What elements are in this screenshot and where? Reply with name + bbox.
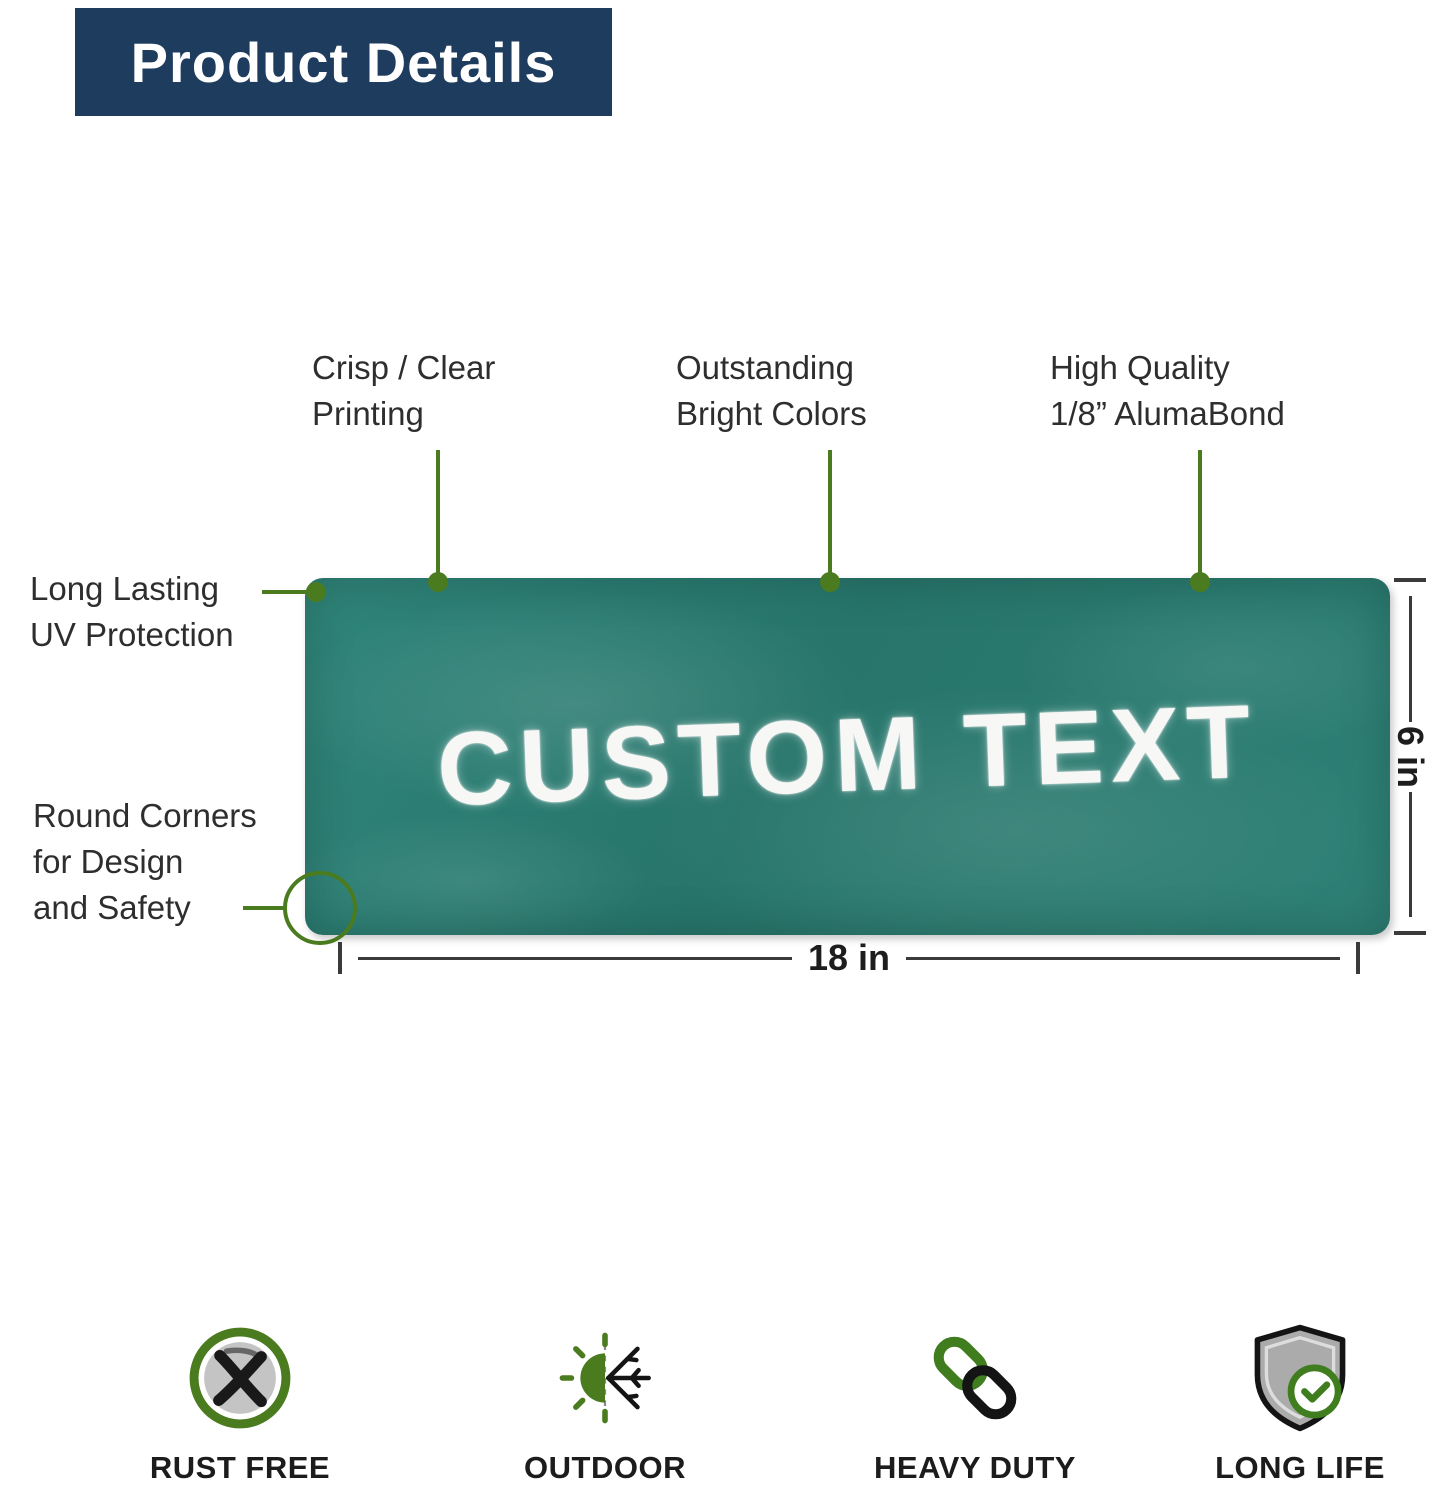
long-life-icon <box>1254 1324 1346 1432</box>
callout-line: 1/8” AlumaBond <box>1050 395 1285 433</box>
corner-highlight-circle <box>283 871 357 945</box>
callout-line: Round Corners <box>33 797 257 834</box>
callout-line: Long Lasting <box>30 570 219 607</box>
dimension-tick <box>1394 578 1426 582</box>
dimension-tick <box>338 942 342 974</box>
dimension-line <box>358 956 792 960</box>
heavy-duty-icon <box>933 1336 1017 1420</box>
feature-label: OUTDOOR <box>524 1450 686 1485</box>
height-dimension: 6 in <box>1390 578 1432 935</box>
feature-label: LONG LIFE <box>1215 1450 1385 1485</box>
callout-line: for Design <box>33 843 184 881</box>
feature-heavy-duty: HEAVY DUTY <box>845 1322 1105 1486</box>
callout-line: Printing <box>312 395 424 433</box>
sign-text-wrap: CUSTOM TEXT <box>305 578 1390 935</box>
connector-line <box>436 450 440 580</box>
connector-line <box>243 906 287 910</box>
connector-line <box>262 590 310 594</box>
callout-line: Bright Colors <box>676 395 867 433</box>
connector-dot <box>428 572 448 592</box>
custom-sign-preview: CUSTOM TEXT <box>305 578 1390 935</box>
sign-custom-text: CUSTOM TEXT <box>435 683 1260 829</box>
dimension-tick <box>1356 942 1361 974</box>
width-dimension-label: 18 in <box>807 937 891 978</box>
header-banner: Product Details <box>75 8 612 116</box>
callout-line: Outstanding <box>676 349 854 386</box>
height-dimension-label: 6 in <box>1390 725 1432 788</box>
callout-round-corners: Round Corners for Design and Safety <box>33 793 257 932</box>
feature-rust-free: RUST FREE <box>110 1322 370 1486</box>
page-title: Product Details <box>130 30 557 94</box>
callout-line: and Safety <box>33 889 191 927</box>
dimension-line <box>906 956 1341 960</box>
callout-crisp-printing: Crisp / Clear Printing <box>312 345 495 437</box>
width-dimension: 18 in <box>338 937 1361 978</box>
feature-outdoor: OUTDOOR <box>475 1322 735 1486</box>
connector-line <box>1198 450 1202 580</box>
dimension-line <box>1408 791 1412 917</box>
callout-line: UV Protection <box>30 616 234 654</box>
callout-line: High Quality <box>1050 349 1230 386</box>
callout-bright-colors: Outstanding Bright Colors <box>676 345 867 437</box>
dimension-tick <box>1394 931 1426 935</box>
feature-label: HEAVY DUTY <box>874 1450 1076 1485</box>
connector-line <box>828 450 832 580</box>
outdoor-icon <box>559 1332 651 1424</box>
connector-dot <box>1190 572 1210 592</box>
rust-free-icon <box>189 1327 291 1429</box>
connector-dot <box>306 582 326 602</box>
callout-line: Crisp / Clear <box>312 349 496 386</box>
feature-label: RUST FREE <box>149 1450 331 1485</box>
connector-dot <box>820 572 840 592</box>
callout-alumabond: High Quality 1/8” AlumaBond <box>1050 345 1285 437</box>
dimension-line <box>1408 596 1412 722</box>
feature-long-life: LONG LIFE <box>1170 1322 1430 1486</box>
callout-uv-protection: Long Lasting UV Protection <box>30 566 234 658</box>
